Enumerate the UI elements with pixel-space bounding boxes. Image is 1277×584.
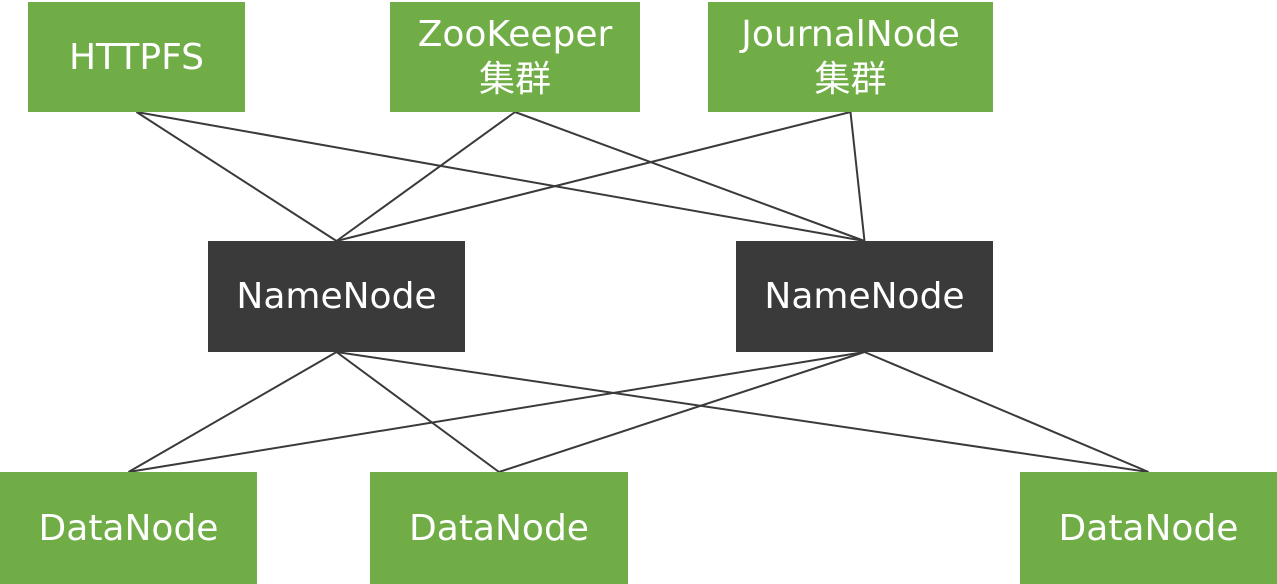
edge-zookeeper-to-namenode_2 xyxy=(514,111,865,242)
edge-namenode_1-to-datanode_3 xyxy=(336,351,1149,473)
edge-zookeeper-to-namenode_1 xyxy=(335,111,516,242)
edge-namenode_2-to-datanode_3 xyxy=(864,351,1149,473)
namenode-2: NameNode xyxy=(736,241,993,352)
edge-httpfs-to-namenode_1 xyxy=(135,111,338,242)
namenode-1: NameNode xyxy=(208,241,465,352)
edge-httpfs-to-namenode_2 xyxy=(136,111,865,242)
datanode-2: DataNode xyxy=(370,472,628,584)
datanode-3: DataNode xyxy=(1020,472,1277,584)
httpfs-node: HTTPFS xyxy=(28,2,245,112)
edge-namenode_1-to-datanode_1 xyxy=(128,351,337,473)
edge-journalnode-to-namenode_1 xyxy=(336,111,851,242)
edge-namenode_1-to-datanode_2 xyxy=(335,351,500,473)
datanode-1: DataNode xyxy=(0,472,257,584)
journalnode-cluster-node: JournalNode 集群 xyxy=(708,2,993,112)
zookeeper-cluster-node: ZooKeeper 集群 xyxy=(390,2,640,112)
edge-namenode_2-to-datanode_1 xyxy=(128,351,865,473)
edge-namenode_2-to-datanode_2 xyxy=(498,351,865,473)
edge-journalnode-to-namenode_2 xyxy=(849,111,866,242)
